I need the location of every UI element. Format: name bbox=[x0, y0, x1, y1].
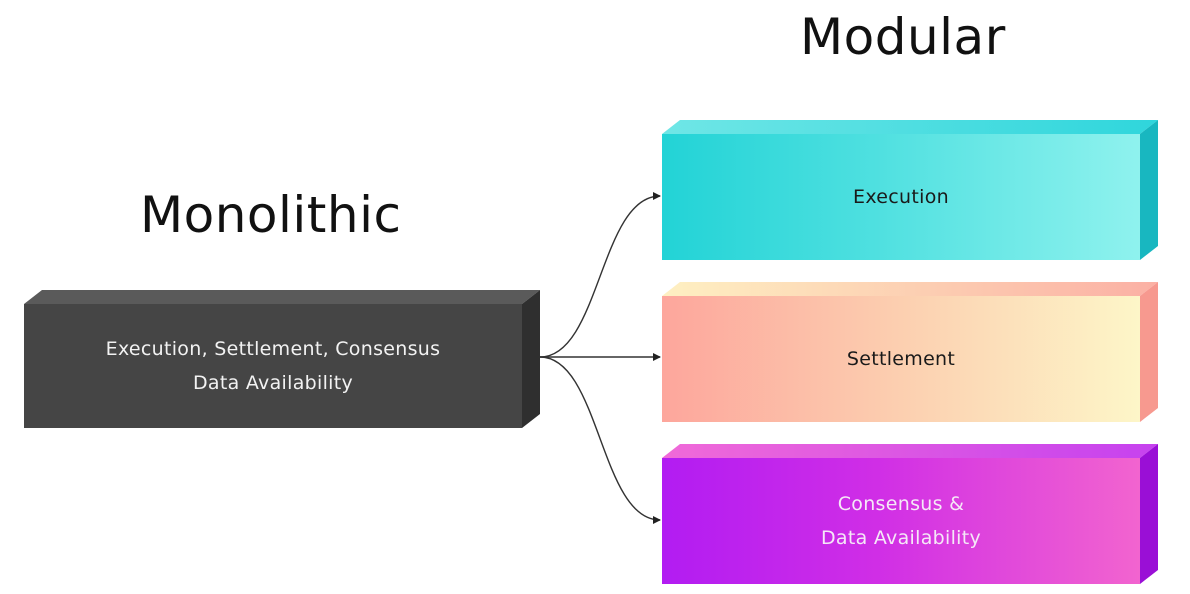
settlement-block: Settlement bbox=[662, 296, 1140, 422]
consensus-block-front: Consensus & Data Availability bbox=[662, 458, 1140, 584]
execution-block-side-face bbox=[1140, 120, 1158, 260]
consensus-block: Consensus & Data Availability bbox=[662, 458, 1140, 584]
monolithic-block-line2: Data Availability bbox=[192, 372, 354, 394]
monolithic-block-top-face bbox=[24, 290, 540, 304]
modular-heading: Modular bbox=[800, 8, 1006, 66]
monolithic-block-side-face bbox=[522, 290, 540, 428]
monolithic-heading: Monolithic bbox=[140, 186, 402, 244]
execution-block: Execution bbox=[662, 134, 1140, 260]
execution-block-top-face bbox=[662, 120, 1158, 134]
execution-block-label: Execution bbox=[853, 186, 949, 208]
execution-block-front: Execution bbox=[662, 134, 1140, 260]
monolithic-block: Execution, Settlement, Consensus Data Av… bbox=[24, 304, 522, 428]
consensus-block-line2: Data Availability bbox=[820, 527, 982, 549]
settlement-block-front: Settlement bbox=[662, 296, 1140, 422]
consensus-block-side-face bbox=[1140, 444, 1158, 584]
arrow-to-execution bbox=[539, 192, 661, 358]
settlement-block-side-face bbox=[1140, 282, 1158, 422]
settlement-block-label: Settlement bbox=[846, 348, 956, 370]
settlement-block-top-face bbox=[662, 282, 1158, 296]
consensus-block-top-face bbox=[662, 444, 1158, 458]
monolithic-block-line1: Execution, Settlement, Consensus bbox=[105, 338, 441, 360]
monolithic-block-front: Execution, Settlement, Consensus Data Av… bbox=[24, 304, 522, 428]
arrow-to-consensus bbox=[539, 356, 661, 524]
consensus-block-line1: Consensus & bbox=[837, 493, 965, 515]
